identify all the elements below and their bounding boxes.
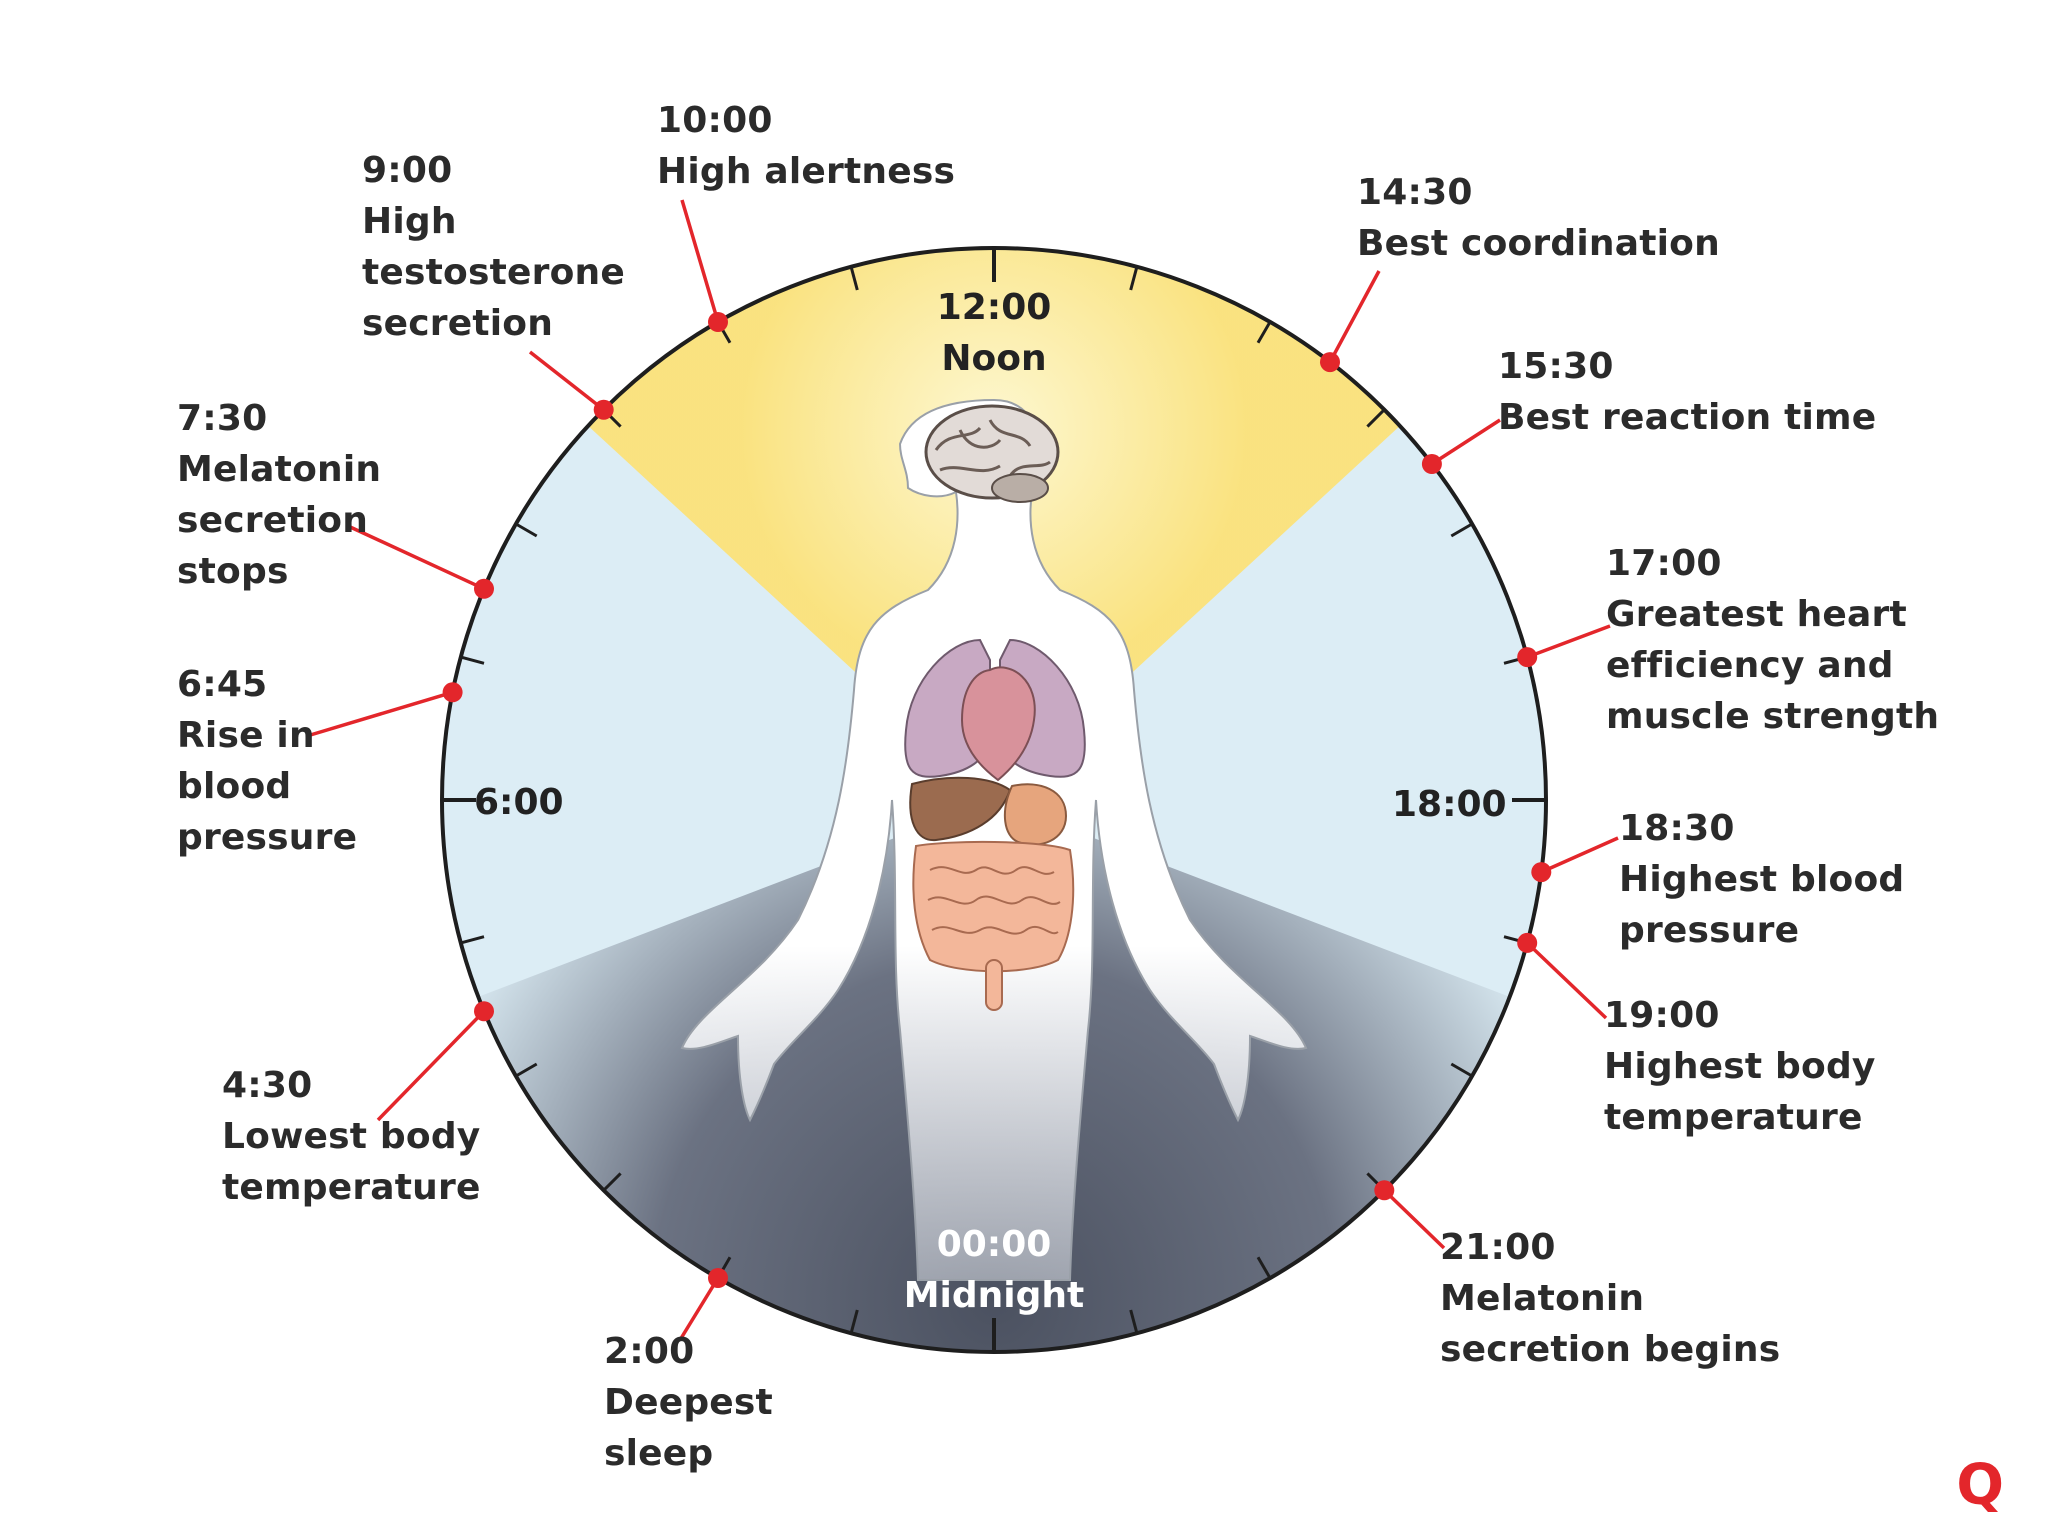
event-desc: High testosterone secretion: [362, 201, 625, 344]
connector-line: [1540, 836, 1619, 874]
event-marker-dot: [1374, 1180, 1395, 1201]
event-label-1430: 14:30 Best coordination: [1357, 167, 1720, 269]
hour-tick: [1450, 1062, 1473, 1078]
event-marker-dot: [1421, 454, 1442, 474]
event-label-1700: 17:00 Greatest heart efficiency and musc…: [1606, 538, 1939, 742]
clock-rim: [440, 246, 1548, 1354]
heart-illustration: [960, 666, 1036, 782]
event-time: 7:30: [177, 398, 268, 439]
midnight-word: Midnight: [903, 1275, 1085, 1316]
event-label-1900: 19:00 Highest body temperature: [1604, 990, 1876, 1143]
event-desc: Melatonin secretion begins: [1440, 1278, 1781, 1370]
event-time: 10:00: [657, 100, 773, 141]
event-label-0730: 7:30 Melatonin secretion stops: [177, 393, 381, 597]
hour-tick: [460, 935, 485, 945]
event-marker-dot: [1517, 647, 1538, 668]
event-time: 19:00: [1604, 995, 1720, 1036]
event-time: 4:30: [222, 1065, 313, 1106]
connector-line: [1430, 418, 1501, 466]
event-time: 9:00: [362, 150, 453, 191]
event-desc: Highest blood pressure: [1619, 859, 1905, 951]
event-label-2100: 21:00 Melatonin secretion begins: [1440, 1222, 1780, 1375]
human-body-silhouette: [680, 398, 1308, 1281]
event-marker-dot: [1517, 932, 1538, 953]
event-label-0200: 2:00 Deepest sleep: [604, 1326, 773, 1479]
hour-tick: [849, 266, 859, 291]
event-label-0645: 6:45 Rise in blood pressure: [177, 659, 357, 863]
event-marker-dot: [474, 578, 494, 599]
connector-line: [347, 524, 485, 591]
event-marker-dot: [1320, 352, 1340, 373]
intestines-illustration: [912, 840, 1075, 1011]
hour-tick: [849, 1309, 859, 1334]
brain-illustration: [924, 404, 1060, 503]
event-label-0430: 4:30 Lowest body temperature: [222, 1060, 481, 1213]
event-marker-dot: [442, 682, 463, 703]
noon-time: 12:00: [936, 287, 1052, 328]
hour-tick: [1256, 321, 1272, 344]
event-time: 2:00: [604, 1331, 695, 1372]
event-time: 21:00: [1440, 1227, 1556, 1268]
hour-tick: [460, 655, 485, 665]
event-time: 6:45: [177, 664, 268, 705]
event-time: 18:30: [1619, 808, 1735, 849]
event-label-1530: 15:30 Best reaction time: [1498, 341, 1876, 443]
hour-tick: [1450, 522, 1473, 538]
stomach-illustration: [1003, 783, 1068, 846]
event-desc: Deepest sleep: [604, 1382, 773, 1474]
event-desc: Greatest heart efficiency and muscle str…: [1606, 594, 1940, 737]
noon-label: 12:00 Noon: [894, 282, 1094, 384]
event-time: 15:30: [1498, 346, 1614, 387]
event-connectors: [306, 199, 1619, 1341]
event-desc: Best coordination: [1357, 223, 1720, 264]
event-desc: High alertness: [657, 151, 956, 192]
midnight-label: 00:00 Midnight: [874, 1219, 1114, 1321]
hour-tick: [515, 1062, 538, 1078]
event-marker-dot: [708, 312, 728, 332]
hour-tick: [602, 1172, 622, 1192]
event-time: 14:30: [1357, 172, 1473, 213]
event-marker-dot: [474, 1001, 494, 1022]
connector-line: [1383, 1189, 1446, 1250]
connector-line: [376, 1009, 486, 1122]
event-label-0900: 9:00 High testosterone secretion: [362, 145, 625, 349]
midnight-time: 00:00: [936, 1224, 1052, 1265]
connector-line: [528, 350, 605, 412]
event-time: 17:00: [1606, 543, 1722, 584]
noon-word: Noon: [941, 338, 1047, 379]
event-desc: Best reaction time: [1498, 397, 1877, 438]
event-marker-dot: [708, 1268, 728, 1288]
event-marker-dot: [1531, 862, 1552, 883]
hour-tick: [1129, 266, 1139, 291]
event-marker-dot: [593, 399, 614, 420]
hour-tick: [1129, 1309, 1139, 1334]
event-markers: [442, 312, 1552, 1288]
event-desc: Lowest body temperature: [222, 1116, 481, 1208]
hour-tick: [1256, 1256, 1272, 1279]
connector-line: [678, 1277, 720, 1341]
event-desc: Melatonin secretion stops: [177, 449, 382, 592]
connector-line: [1526, 624, 1611, 659]
connector-line: [306, 690, 454, 738]
hour-label-18: 18:00: [1392, 784, 1507, 825]
hour-label-6: 6:00: [474, 782, 564, 823]
liver-illustration: [909, 776, 1012, 842]
event-label-1830: 18:30 Highest blood pressure: [1619, 803, 1904, 956]
hour-tick: [515, 522, 538, 538]
event-desc: Highest body temperature: [1604, 1046, 1876, 1138]
event-desc: Rise in blood pressure: [177, 715, 358, 858]
hour-tick: [1366, 408, 1386, 428]
connector-line: [1525, 941, 1608, 1020]
event-label-1000: 10:00 High alertness: [657, 95, 955, 197]
corner-logo-mark: Q: [1956, 1453, 2004, 1518]
connector-line: [1328, 270, 1381, 363]
connector-line: [680, 199, 720, 323]
